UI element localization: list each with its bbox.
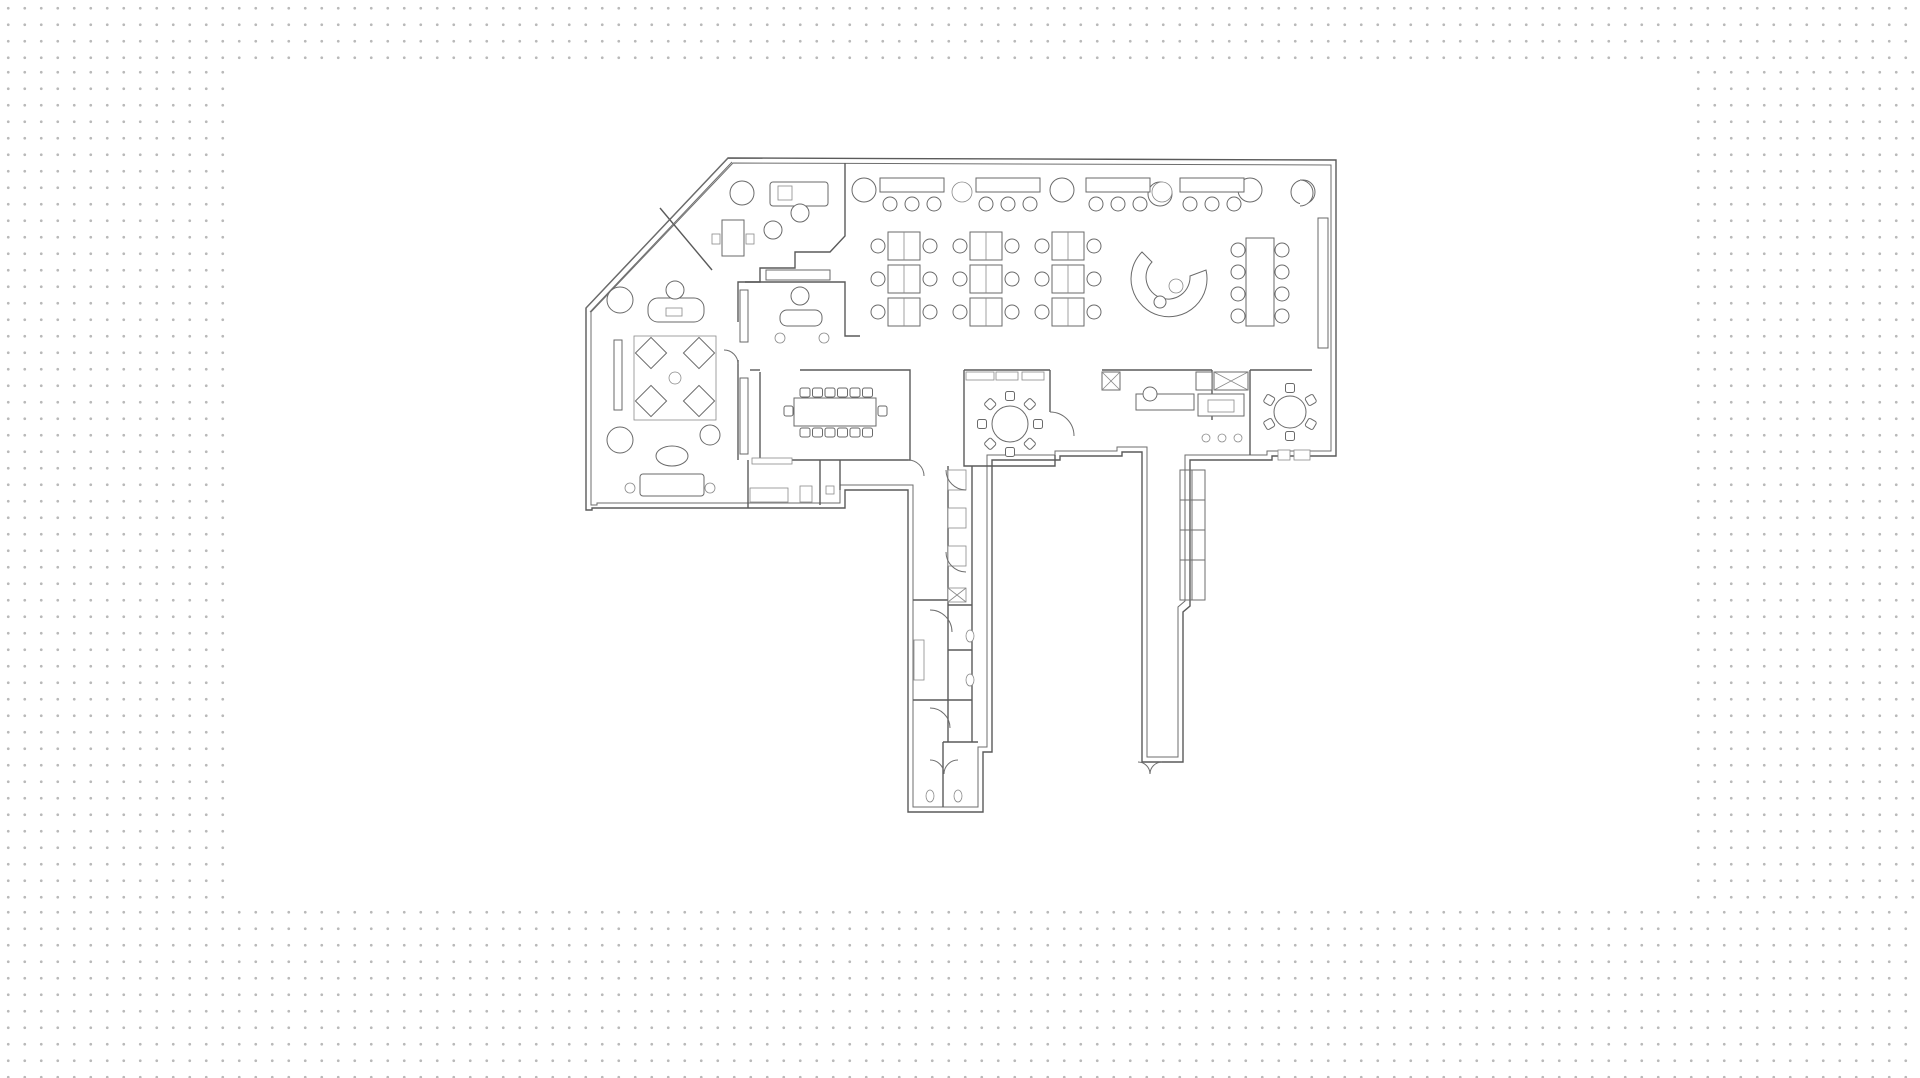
office-chair: [1034, 271, 1050, 287]
stool: [1000, 196, 1016, 212]
office-chair: [952, 304, 968, 320]
reception-lounge: [613, 181, 829, 497]
table-chair: [1274, 242, 1290, 258]
boardroom-chair: [812, 427, 823, 438]
stool: [882, 196, 898, 212]
restrooms: [723, 349, 1163, 803]
office-chair: [1004, 304, 1020, 320]
boardroom-chair: [862, 387, 873, 398]
boardroom-chair: [837, 427, 848, 438]
office-chair: [922, 304, 938, 320]
meeting-room: [965, 371, 1075, 457]
office-chair: [1034, 304, 1050, 320]
office-chair: [952, 271, 968, 287]
boardroom-chair: [849, 387, 861, 398]
meeting-chair: [1033, 419, 1043, 429]
office-chair: [1086, 271, 1102, 287]
stool: [1110, 196, 1126, 212]
boardroom-chair: [877, 405, 888, 417]
reception-desk: [1101, 371, 1249, 443]
window-bench: [1179, 177, 1245, 193]
stool: [1132, 196, 1148, 212]
office-chair: [1004, 271, 1020, 287]
table-chair: [1230, 308, 1246, 324]
stool: [1226, 196, 1242, 212]
pantry-chair: [1304, 418, 1317, 430]
stool: [926, 196, 942, 212]
table-chair: [1274, 308, 1290, 324]
boardroom-chair: [862, 427, 873, 438]
dot-grid-bottom: [0, 904, 1920, 1078]
window-bench: [879, 177, 945, 193]
pantry: [1263, 383, 1317, 461]
window-bench: [1085, 177, 1151, 193]
boardroom-chair: [783, 405, 794, 417]
meeting-chair: [1023, 398, 1036, 411]
boardroom-chair: [824, 387, 836, 398]
pantry-chair: [1263, 394, 1276, 406]
office-chair: [952, 238, 968, 254]
office-chair: [1086, 304, 1102, 320]
stool: [978, 196, 994, 212]
open-workstations: [870, 177, 1245, 327]
office-chair: [870, 271, 886, 287]
table-chair: [1274, 264, 1290, 280]
meeting-chair: [984, 437, 997, 450]
meeting-chair: [1023, 437, 1036, 450]
office-chair: [922, 238, 938, 254]
plant: [951, 181, 973, 203]
outer-walls: [585, 157, 1337, 813]
curtain-wall: [585, 157, 1332, 345]
boardroom-chair: [799, 387, 811, 398]
dot-grid-left: [0, 64, 232, 904]
stool: [904, 196, 920, 212]
meeting-chair: [984, 398, 997, 411]
stool: [1182, 196, 1198, 212]
boardroom-chair: [799, 427, 811, 438]
meeting-chair: [1005, 391, 1015, 401]
table-chair: [1274, 286, 1290, 302]
stool: [1022, 196, 1038, 212]
dot-grid-top: [0, 0, 1920, 64]
window-bench: [975, 177, 1041, 193]
office-chair: [922, 271, 938, 287]
manager-office: [739, 269, 831, 344]
pantry-chair: [1285, 383, 1295, 393]
table-chair: [1230, 242, 1246, 258]
table-chair: [1230, 264, 1246, 280]
boardroom: [739, 377, 888, 503]
table-chair: [1230, 286, 1246, 302]
office-chair: [870, 238, 886, 254]
boardroom-chair: [812, 387, 823, 398]
pantry-chair: [1263, 418, 1276, 430]
office-chair: [1034, 238, 1050, 254]
long-table: [1230, 179, 1329, 349]
dot-grid-right: [1690, 64, 1920, 904]
pantry-chair: [1304, 394, 1317, 406]
office-chair: [1004, 238, 1020, 254]
stool: [1088, 196, 1104, 212]
office-chair: [1086, 238, 1102, 254]
office-chair: [870, 304, 886, 320]
pantry-chair: [1285, 431, 1295, 441]
boardroom-chair: [824, 427, 836, 438]
round-lounge-sofa: [1130, 251, 1208, 318]
boardroom-chair: [849, 427, 861, 438]
plant: [1151, 181, 1173, 203]
meeting-chair: [977, 419, 987, 429]
stool: [1204, 196, 1220, 212]
meeting-chair: [1005, 447, 1015, 457]
boardroom-chair: [837, 387, 848, 398]
